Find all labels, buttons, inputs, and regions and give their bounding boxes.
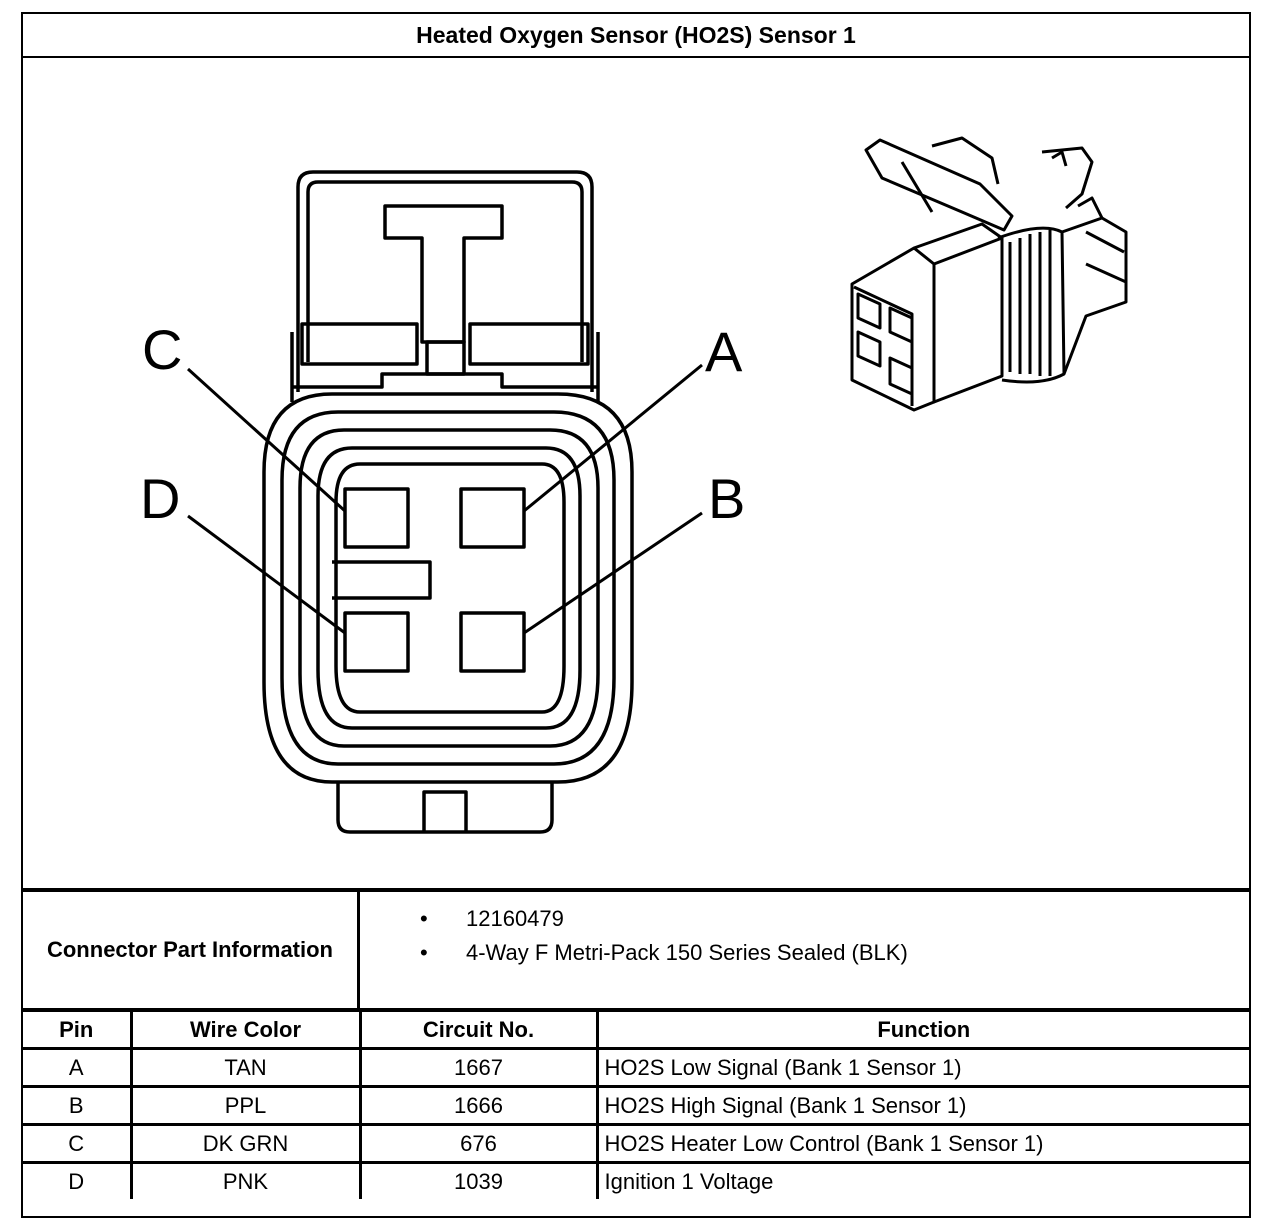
connector-figure: A B C D (23, 58, 1249, 890)
part-number: 12160479 (466, 906, 564, 931)
table-row: D PNK 1039 Ignition 1 Voltage (23, 1161, 1249, 1199)
connector-info-list: • 12160479 • 4-Way F Metri-Pack 150 Seri… (360, 902, 908, 970)
list-item: • 4-Way F Metri-Pack 150 Series Sealed (… (360, 936, 908, 970)
cell-function: HO2S Heater Low Control (Bank 1 Sensor 1… (595, 1123, 1249, 1164)
cell-function: Ignition 1 Voltage (595, 1161, 1249, 1199)
cell-pin: C (23, 1123, 133, 1164)
cell-pin: B (23, 1085, 133, 1126)
cell-wire-color: DK GRN (129, 1123, 362, 1164)
page-title: Heated Oxygen Sensor (HO2S) Sensor 1 (23, 14, 1249, 58)
cell-pin: A (23, 1047, 133, 1088)
connector-sheet: Heated Oxygen Sensor (HO2S) Sensor 1 (21, 12, 1251, 1218)
pin-label-b: B (708, 467, 745, 530)
pin-table: Pin Wire Color Circuit No. Function A TA… (23, 1008, 1249, 1199)
cell-circuit-no: 1039 (358, 1161, 599, 1199)
header-wire-color: Wire Color (129, 1008, 362, 1050)
cell-wire-color: PPL (129, 1085, 362, 1126)
connector-face-drawing (186, 170, 703, 834)
pin-label-d: D (140, 467, 180, 530)
list-item: • 12160479 (360, 902, 908, 936)
header-function: Function (595, 1008, 1249, 1050)
pin-label-c: C (142, 318, 182, 381)
cell-pin: D (23, 1161, 133, 1199)
header-circuit-no: Circuit No. (358, 1008, 599, 1050)
table-row: C DK GRN 676 HO2S Heater Low Control (Ba… (23, 1123, 1249, 1164)
cell-function: HO2S High Signal (Bank 1 Sensor 1) (595, 1085, 1249, 1126)
table-row: B PPL 1666 HO2S High Signal (Bank 1 Sens… (23, 1085, 1249, 1126)
connector-part-info: Connector Part Information • 12160479 • … (23, 888, 1249, 1008)
header-pin: Pin (23, 1008, 133, 1050)
cell-wire-color: PNK (129, 1161, 362, 1199)
pin-label-a: A (705, 320, 743, 383)
bullet-icon: • (420, 906, 428, 931)
cell-circuit-no: 1667 (358, 1047, 599, 1088)
cell-wire-color: TAN (129, 1047, 362, 1088)
cell-function: HO2S Low Signal (Bank 1 Sensor 1) (595, 1047, 1249, 1088)
connector-info-label: Connector Part Information (23, 892, 360, 1008)
table-header-row: Pin Wire Color Circuit No. Function (23, 1008, 1249, 1050)
connector-isometric-drawing (850, 136, 1128, 412)
cell-circuit-no: 676 (358, 1123, 599, 1164)
cell-circuit-no: 1666 (358, 1085, 599, 1126)
connector-description: 4-Way F Metri-Pack 150 Series Sealed (BL… (466, 940, 908, 965)
bullet-icon: • (420, 940, 428, 965)
table-row: A TAN 1667 HO2S Low Signal (Bank 1 Senso… (23, 1047, 1249, 1088)
